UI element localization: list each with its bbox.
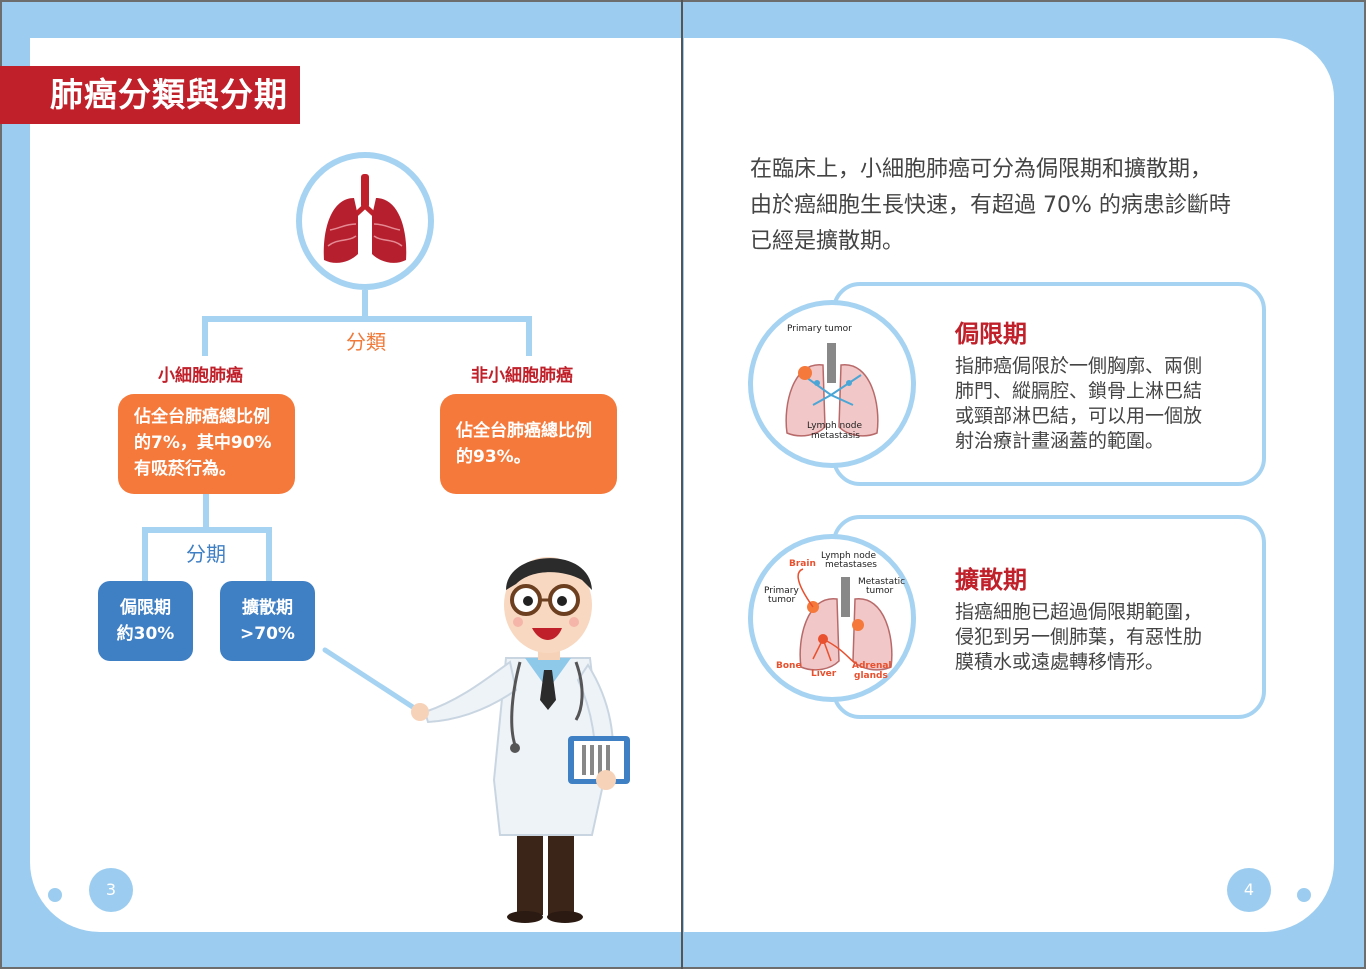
small-cell-desc-line: 有吸菸行為。 [134,459,236,479]
diagram-label-primary: Primary tumor [787,324,852,334]
extensive-body-line: 膜積水或遠處轉移情形。 [955,651,1165,673]
limited-card-body: 指肺癌侷限於一側胸廓、兩側 肺門、縱膈腔、鎖骨上淋巴結 或頸部淋巴結，可以用一個… [955,354,1245,454]
small-cell-desc-line: 佔全台肺癌總比例 [134,407,270,427]
limited-card-title: 侷限期 [955,320,1027,348]
intro-line: 由於癌細胞生長快速，有超過 70% 的病患診斷時 [750,193,1231,218]
label-lymph-2: metastases [825,560,877,570]
label-brain: Brain [789,559,816,569]
label-adrenal-2: glands [854,671,888,681]
page-title: 肺癌分類與分期 [50,75,288,114]
non-small-cell-desc-line: 的93%。 [456,447,531,467]
page-number-left: 3 [89,868,133,912]
label-adrenal-1: Adrenal [852,661,892,671]
non-small-cell-box: 佔全台肺癌總比例 的93%。 [440,394,617,494]
extensive-card-body: 指癌細胞已超過侷限期範圍， 侵犯到另一側肺葉，有惡性肋 膜積水或遠處轉移情形。 [955,600,1245,675]
lungs-icon [323,174,407,263]
lung-icon-circle [296,152,434,290]
stage-limited-name: 侷限期 [120,598,171,618]
lung-tumor-diagram-icon [785,343,879,437]
small-cell-label: 小細胞肺癌 [158,366,243,386]
stage-extensive-box: 擴散期 >70% [220,581,315,661]
staging-label: 分期 [186,542,226,566]
doctor-illustration [322,557,630,923]
stage-limited-value: 約30% [116,624,175,644]
extensive-body-line: 指癌細胞已超過侷限期範圍， [955,601,1203,623]
limited-body-line: 或頸部淋巴結，可以用一個放 [955,405,1203,427]
tree-left-drop [202,316,208,356]
staging-left-drop [142,527,148,583]
label-liver: Liver [811,669,837,679]
label-metastatic-1: Metastatic [858,577,906,587]
extensive-card-title: 擴散期 [955,566,1027,594]
title-band [0,66,300,124]
tree-branch [202,316,532,322]
diagram-label-lymph-1: Lymph node [807,421,863,431]
book-gutter [681,0,683,969]
tree-right-drop [526,316,532,356]
staging-trunk [203,494,209,530]
intro-paragraph: 在臨床上，小細胞肺癌可分為侷限期和擴散期， 由於癌細胞生長快速，有超過 70% … [750,152,1290,260]
stage-extensive-value: >70% [240,624,295,644]
limited-body-line: 射治療計畫涵蓋的範圍。 [955,430,1165,452]
staging-right-drop [266,527,272,583]
limited-diagram-circle [748,300,916,468]
extensive-body-line: 侵犯到另一側肺葉，有惡性肋 [955,626,1203,648]
small-cell-box: 佔全台肺癌總比例 的7%，其中90% 有吸菸行為。 [118,394,295,494]
label-bone: Bone [776,661,802,671]
intro-line: 在臨床上，小細胞肺癌可分為侷限期和擴散期， [750,157,1213,182]
non-small-cell-desc-line: 佔全台肺癌總比例 [456,421,592,441]
metastasis-diagram-icon [797,568,893,671]
stage-extensive-name: 擴散期 [242,598,293,618]
extensive-diagram-circle [748,534,916,702]
intro-line: 已經是擴散期。 [750,229,905,254]
label-primary-1: Primary [764,586,799,596]
small-cell-desc-line: 的7%，其中90% [134,433,272,453]
classify-label: 分類 [346,330,386,354]
label-metastatic-2: tumor [866,586,894,596]
page-dot-left [48,888,62,902]
page-number-right: 4 [1227,868,1271,912]
page-dot-right [1297,888,1311,902]
label-primary-2: tumor [768,595,796,605]
limited-body-line: 指肺癌侷限於一側胸廓、兩側 [955,355,1203,377]
non-small-cell-label: 非小細胞肺癌 [471,366,573,386]
diagram-label-lymph-2: metastasis [811,431,860,441]
stage-limited-box: 侷限期 約30% [98,581,193,661]
label-lymph-1: Lymph node [821,551,877,561]
limited-body-line: 肺門、縱膈腔、鎖骨上淋巴結 [955,380,1203,402]
staging-branch [142,527,272,533]
tree-trunk [362,290,368,320]
